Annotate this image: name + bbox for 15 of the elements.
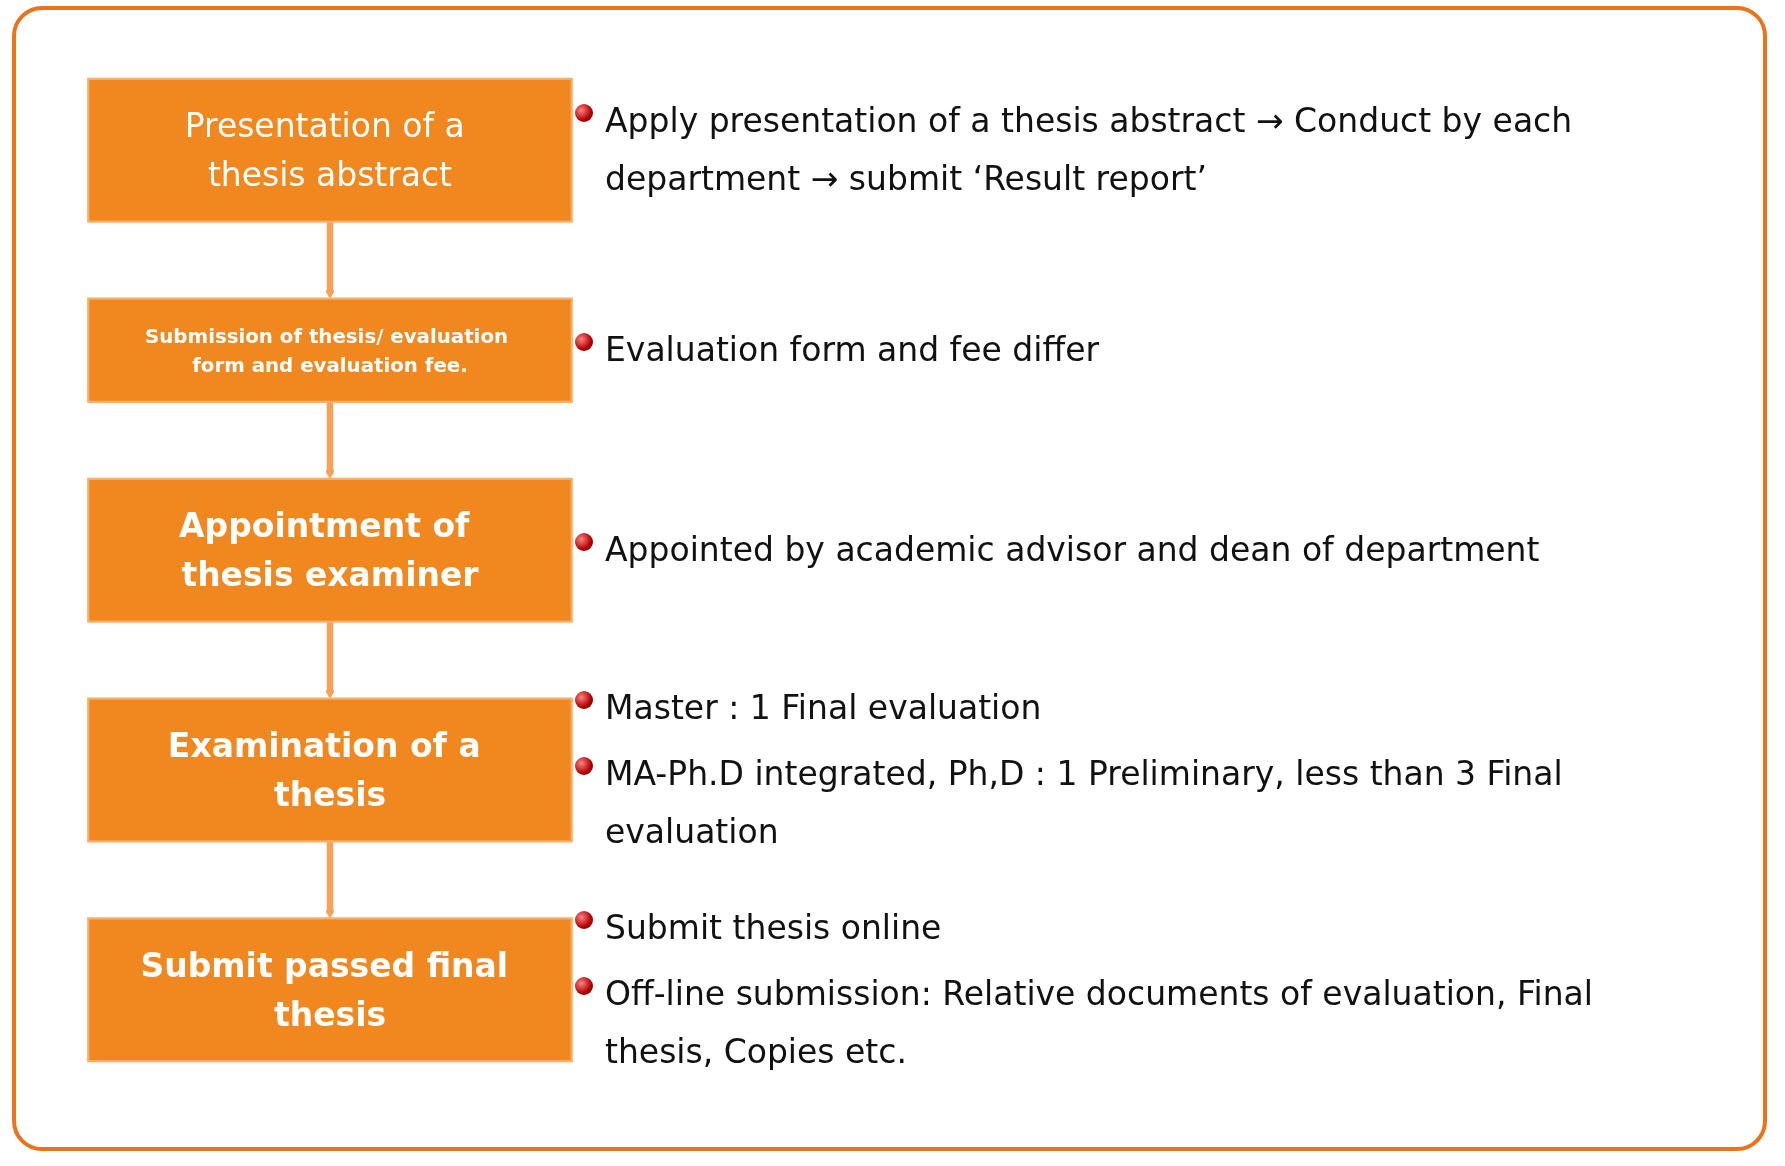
node-box: Submission of thesis/ evaluation form and evaluation fee. bbox=[87, 297, 573, 403]
note-text: Appointed by academic advisor and dean of department bbox=[605, 529, 1540, 572]
node-box: Presentation of a thesis abstract bbox=[87, 77, 573, 223]
node-box: Appointment of thesis examiner bbox=[87, 477, 573, 623]
note-text: Apply presentation of a thesis abstract → Conduct by each department → submit ‘Result report’ bbox=[605, 100, 1574, 201]
arrow bbox=[325, 841, 335, 919]
note-text: Submit thesis online bbox=[605, 906, 942, 949]
note-text: Evaluation form and fee differ bbox=[605, 329, 1100, 372]
note-text: Off-line submission: Relative documents of evaluation, Final thesis, Copies etc. bbox=[605, 972, 1594, 1073]
node-box: Examination of a thesis bbox=[87, 697, 573, 843]
note-text: MA-Ph.D integrated, Ph,D : 1 Preliminary, less than 3 Final evaluation bbox=[605, 753, 1564, 853]
arrow bbox=[325, 621, 335, 699]
note-text: Master : 1 Final evaluation bbox=[605, 687, 1042, 729]
node-box: Submit passed final thesis bbox=[87, 917, 573, 1063]
arrow bbox=[325, 221, 335, 299]
